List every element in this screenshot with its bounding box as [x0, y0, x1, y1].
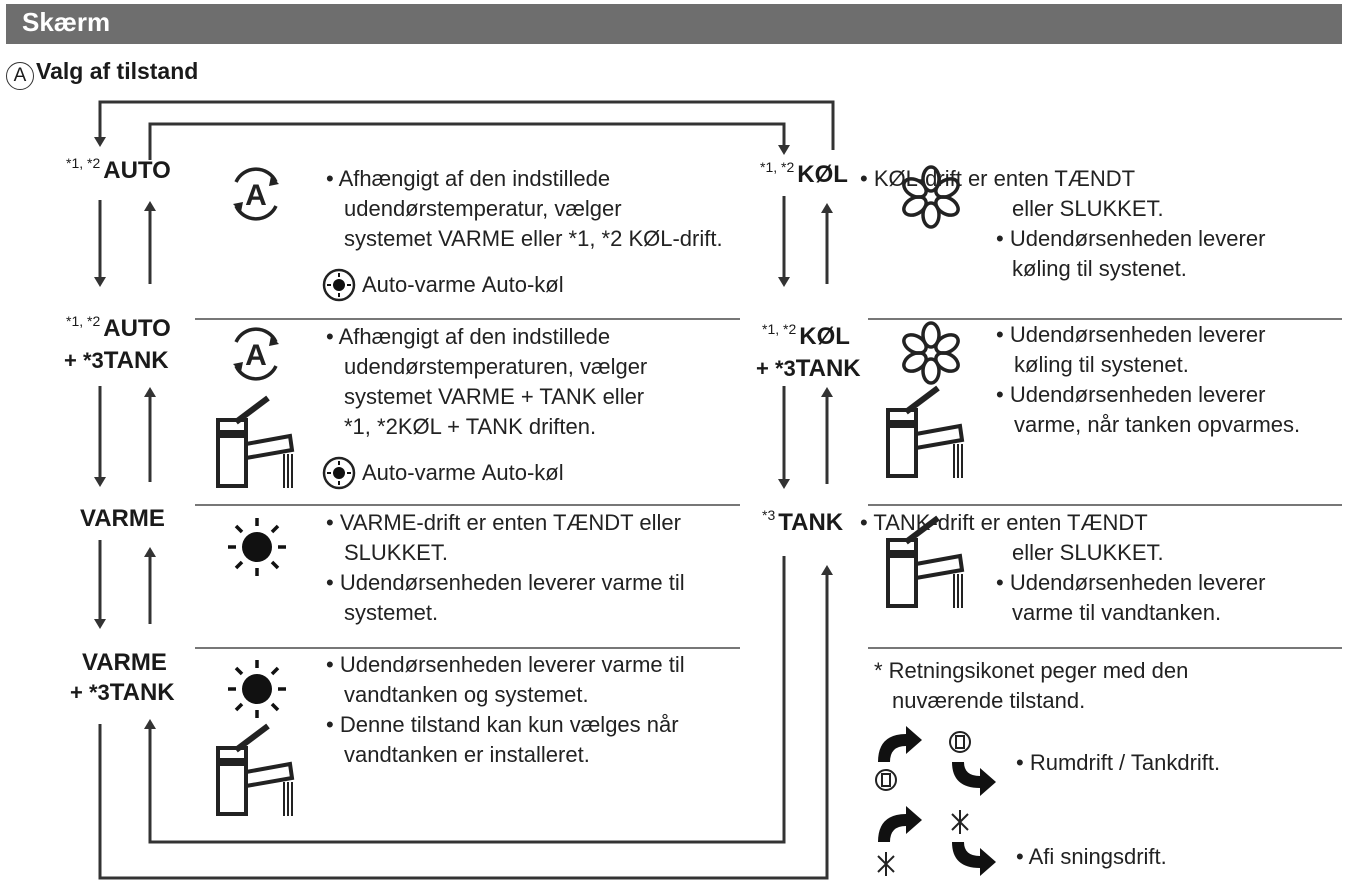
mode-description-auto: • Afhængigt af den indstillede udendørst… [326, 166, 723, 251]
divider [868, 504, 1342, 506]
auto-heat-label: Auto-varme [362, 460, 476, 485]
direction-icons [875, 726, 996, 876]
direction-note: * Retningsikonet peger med den nuværende… [874, 658, 1189, 713]
tap-icon [216, 395, 295, 488]
tap-icon [886, 515, 965, 608]
auto-heat-label: Auto-varme [362, 272, 476, 297]
svg-text:A: A [245, 339, 267, 372]
auto-mode-icon: A [233, 327, 279, 381]
legend-room-tank: • Rumdrift / Tankdrift. [1016, 750, 1221, 775]
mode-description-varme: • VARME-drift er enten TÆNDT eller SLUKK… [326, 510, 685, 625]
snowflake-icon [902, 321, 960, 385]
mode-description-varme-tank: • Udendørsenheden leverer varme til vand… [326, 652, 685, 767]
section-marker: A [6, 62, 34, 90]
snowflake-icon [902, 165, 960, 229]
divider [868, 318, 1342, 320]
auto-cool-label: Auto-køl [481, 272, 564, 297]
mode-description-kol-tank: • Udendørsenheden leverer køling til sys… [996, 322, 1301, 437]
auto-heat-icon [322, 456, 356, 490]
auto-cool-label: Auto-køl [481, 460, 564, 485]
sun-icon [228, 518, 286, 576]
auto-heat-icon [322, 268, 356, 302]
mode-label-varme-tank: VARME + *3TANK [70, 649, 175, 706]
legend-defrost: • Afi sningsdrift. [1016, 844, 1167, 869]
tap-icon [886, 385, 965, 478]
divider [195, 504, 740, 506]
section-title: Valg af tilstand [36, 58, 199, 84]
auto-mode-icon: A [233, 167, 279, 221]
auto-heat-cool-line: Auto-varme Auto-køl [322, 268, 564, 302]
divider [868, 647, 1342, 649]
svg-text:A: A [245, 179, 267, 212]
header-bar [6, 4, 1342, 44]
mode-description-kol: • KØL-drift er enten TÆNDT eller SLUKKET… [860, 166, 1266, 281]
tap-icon [216, 723, 295, 816]
direction-arrow-icon [952, 762, 996, 796]
divider [195, 647, 740, 649]
direction-arrow-icon [878, 726, 922, 762]
divider [195, 318, 740, 320]
mode-description-tank: • TANK-drift er enten TÆNDT eller SLUKKE… [860, 510, 1266, 625]
page-title: Skærm [22, 7, 111, 37]
mode-description-auto-tank: • Afhængigt af den indstillede udendørst… [326, 324, 648, 439]
mode-label-varme: VARME [80, 505, 165, 532]
direction-arrow-icon [952, 842, 996, 876]
sun-icon [228, 660, 286, 718]
direction-arrow-icon [878, 806, 922, 842]
auto-heat-cool-line: Auto-varme Auto-køl [322, 456, 564, 490]
